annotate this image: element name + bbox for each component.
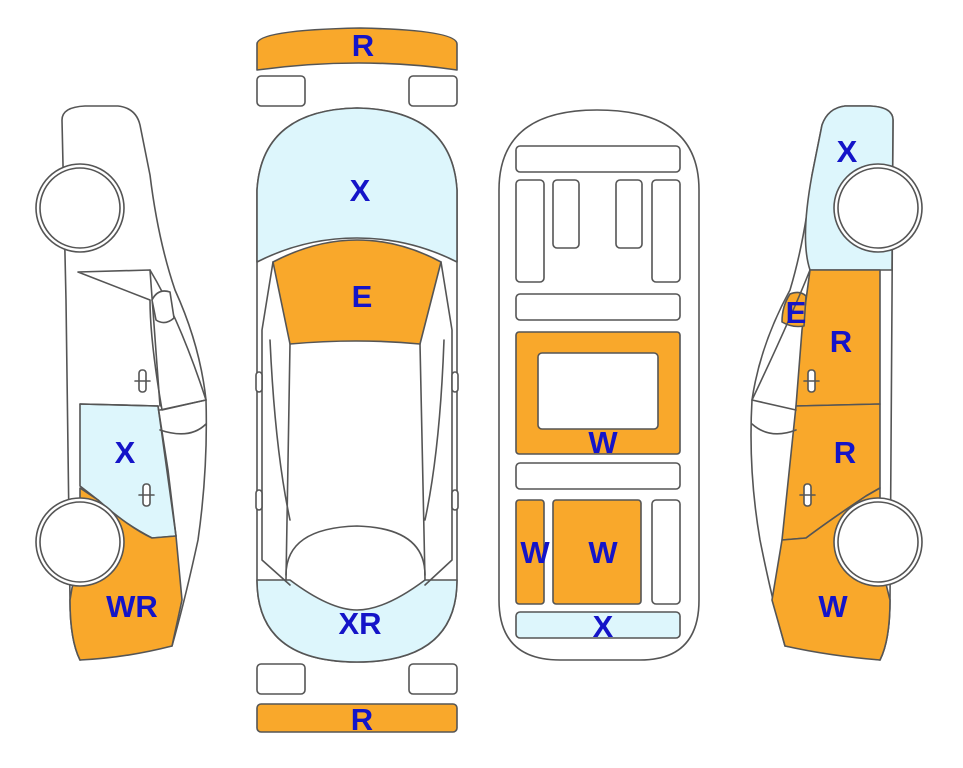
label-underbody-rear-left: W — [520, 535, 550, 570]
left-rear-door-handle-icon — [138, 483, 155, 507]
label-left-rear-quarter: WR — [106, 589, 158, 624]
right-front-wheel — [833, 163, 923, 253]
top-view — [255, 27, 459, 733]
right-side-view — [750, 105, 923, 661]
right-rear-wheel — [833, 497, 923, 587]
label-hood: X — [350, 173, 371, 208]
hood-panel — [256, 107, 458, 263]
windshield-panel — [272, 239, 442, 345]
label-underbody-rear-center: W — [588, 535, 618, 570]
label-right-window: E — [786, 295, 807, 330]
trunk-panel — [256, 579, 458, 663]
left-front-wheel — [35, 163, 125, 253]
left-side-view — [35, 105, 208, 661]
top-right-mirror — [451, 371, 459, 393]
front-bumper — [256, 27, 458, 71]
left-front-door-handle-icon — [134, 369, 151, 393]
right-rear-door-handle-icon — [799, 483, 816, 507]
right-front-wheel-inner — [837, 167, 919, 249]
label-trunk: XR — [338, 606, 381, 641]
label-underbody-mid: W — [588, 425, 618, 460]
right-rear-wheel-inner — [837, 501, 919, 583]
left-rear-wheel-inner — [39, 501, 121, 583]
label-right-rear-quarter: W — [818, 589, 848, 624]
label-right-front-fender: X — [837, 134, 858, 169]
underbody-rear-center-panel — [552, 499, 642, 605]
top-left-mirror — [255, 371, 263, 393]
label-left-rear-door: X — [115, 435, 136, 470]
underbody-rear-left-panel — [515, 499, 545, 605]
rear-left-light — [256, 663, 306, 695]
left-mirror — [151, 290, 175, 324]
left-front-wheel-inner — [39, 167, 121, 249]
label-rear-bumper: R — [351, 702, 373, 737]
underbody-view — [498, 109, 700, 661]
label-right-front-door: R — [830, 324, 852, 359]
front-right-light — [408, 75, 458, 107]
front-left-light — [256, 75, 306, 107]
label-underbody-rear-panel: X — [593, 609, 614, 644]
label-windshield: E — [352, 279, 373, 314]
underbody-rear-panel — [515, 611, 681, 639]
right-front-door-handle-icon — [803, 369, 820, 393]
rear-right-light — [408, 663, 458, 695]
left-rear-wheel — [35, 497, 125, 587]
rear-bumper — [256, 703, 458, 733]
label-front-bumper: R — [352, 28, 374, 63]
label-right-rear-door: R — [834, 435, 856, 470]
